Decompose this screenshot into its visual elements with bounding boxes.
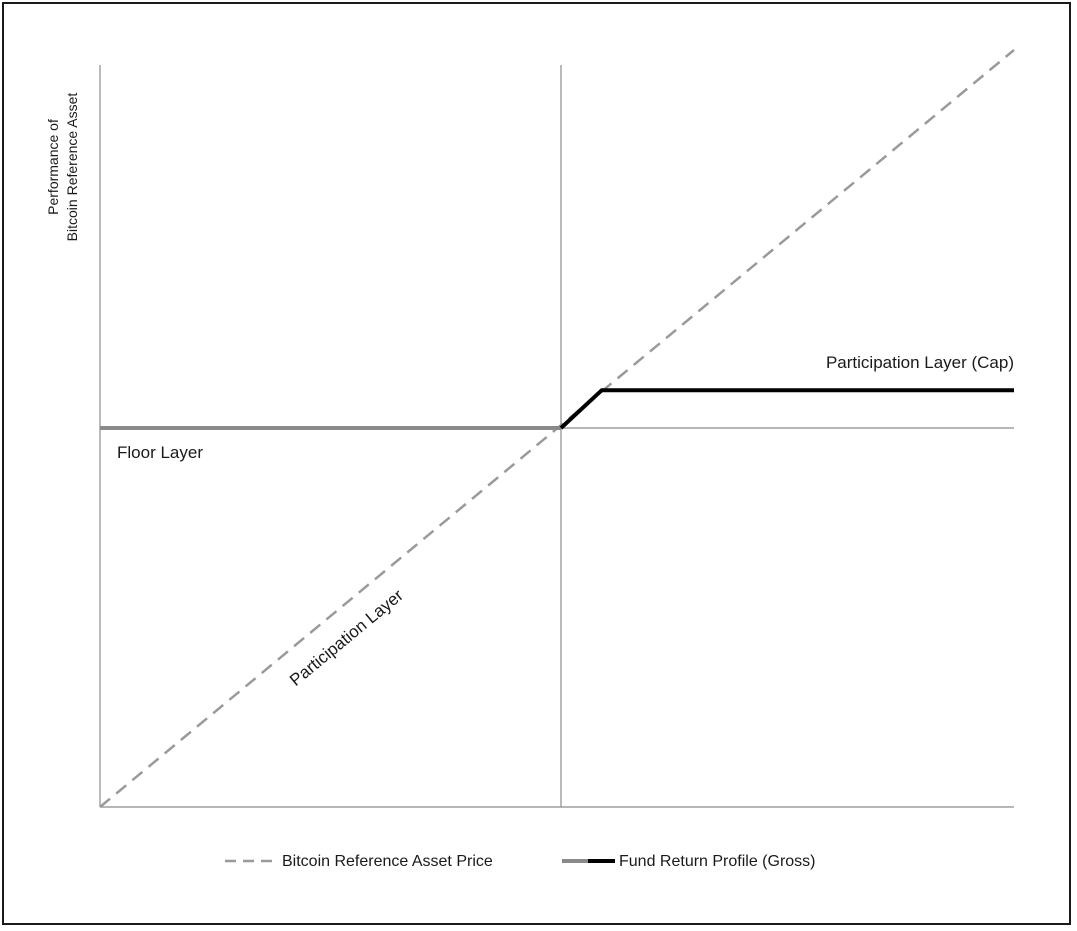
series-line-fund-cap bbox=[559, 388, 1014, 430]
legend-label-bitcoin-price: Bitcoin Reference Asset Price bbox=[282, 853, 493, 870]
series-layer bbox=[99, 49, 1015, 808]
y-axis-label-line-1: Performance of bbox=[45, 119, 61, 215]
y-axis-label-line-2: Bitcoin Reference Asset bbox=[64, 93, 80, 242]
legend: Bitcoin Reference Asset Price Fund Retur… bbox=[225, 853, 816, 870]
annotation-participation-cap: Participation Layer (Cap) bbox=[826, 353, 1014, 372]
annotation-participation-layer: Participation Layer bbox=[286, 585, 407, 689]
legend-label-fund-return: Fund Return Profile (Gross) bbox=[619, 853, 816, 870]
annotation-floor-layer: Floor Layer bbox=[117, 443, 203, 462]
